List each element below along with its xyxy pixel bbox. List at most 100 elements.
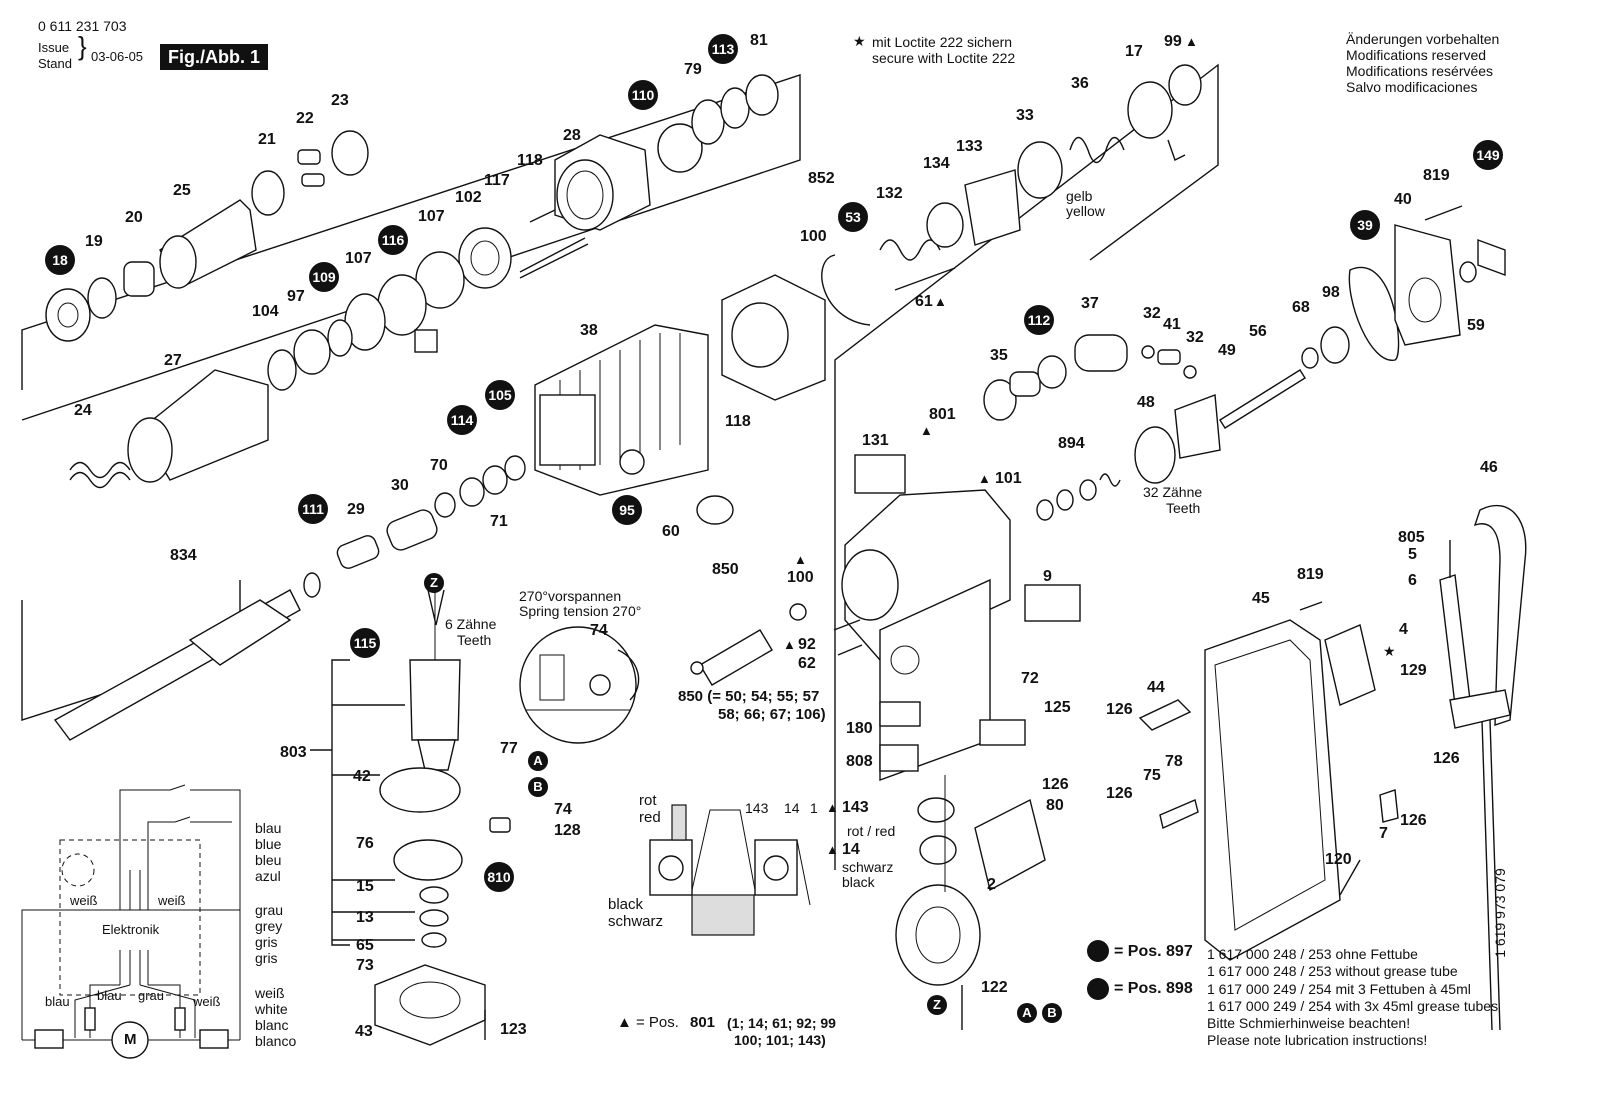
callout-B-upper: B (528, 777, 548, 797)
teeth6-de: 6 Zähne (445, 616, 497, 632)
callout-28: 28 (563, 127, 581, 144)
callout-92: 92 (798, 636, 816, 653)
black-label: black (608, 896, 644, 913)
pos897-line1: 1 617 000 248 / 253 ohne Fettube (1207, 946, 1418, 962)
label-131 (854, 454, 906, 494)
callout-Z-lower: Z (927, 995, 947, 1015)
callout-A-lower: A (1017, 1003, 1037, 1023)
triangle-icon-100: ▲ (794, 552, 807, 567)
issue-label: Issue (38, 40, 70, 55)
callout-60: 60 (662, 523, 680, 540)
callout-126a: 126 (1042, 776, 1069, 793)
callout-180: 180 (846, 720, 873, 737)
wire-grau: grau (138, 988, 165, 1003)
callout-37: 37 (1081, 295, 1099, 312)
pos801-prefix: = Pos. (636, 1014, 679, 1031)
part-2 (895, 884, 981, 986)
callout-115: 115 (350, 628, 380, 658)
part-42 (379, 767, 461, 813)
grease-dot-897 (1087, 940, 1109, 962)
callout-56: 56 (1249, 323, 1267, 340)
label-180 (879, 701, 921, 727)
callout-834: 834 (170, 547, 197, 564)
field-coil-right (199, 1029, 229, 1049)
callout-102: 102 (455, 189, 482, 206)
triangle-icon-92: ▲ (783, 637, 796, 652)
callout-18: 18 (45, 245, 75, 275)
callout-71: 71 (490, 513, 508, 530)
callout-810: 810 (484, 862, 514, 892)
part-19 (87, 277, 117, 319)
callout-75: 75 (1143, 767, 1161, 784)
elektronik-label: Elektronik (102, 922, 160, 937)
wire-color-azul: azul (255, 868, 281, 884)
triangle-icon-61: ▲ (934, 294, 947, 309)
callout-120: 120 (1325, 851, 1352, 868)
pos898-label: = Pos. 898 (1114, 980, 1193, 997)
part-37 (1074, 334, 1128, 372)
modifications-es: Salvo modificaciones (1346, 79, 1478, 95)
callout-123: 123 (500, 1021, 527, 1038)
part-80 (974, 798, 1046, 892)
label-9 (1024, 584, 1081, 622)
callout-7: 7 (1379, 825, 1388, 842)
callout-808: 808 (846, 753, 873, 770)
callout-49: 49 (1218, 342, 1236, 359)
part-6 (1439, 574, 1471, 706)
callout-107b: 107 (345, 250, 372, 267)
callout-68: 68 (1292, 299, 1310, 316)
callout-30: 30 (391, 477, 409, 494)
callout-118a: 118 (517, 152, 543, 169)
motor-label: M (124, 1031, 137, 1048)
callout-850: 850 (712, 561, 739, 578)
part-30 (386, 509, 438, 551)
callout-38: 38 (580, 322, 598, 339)
rot-label: rot (639, 792, 657, 809)
callout-27: 27 (164, 352, 182, 369)
wire-color-weiss: weiß (255, 985, 285, 1001)
red-label: red (639, 809, 661, 826)
electronics-box (59, 839, 201, 996)
callout-109: 109 (309, 262, 339, 292)
pos850-line1: 850 (= 50; 54; 55; 57 (678, 688, 820, 705)
callout-70: 70 (430, 457, 448, 474)
callout-23: 23 (331, 92, 349, 109)
wire-color-blau: blau (255, 820, 282, 836)
lubrication-hint-en: Please note lubrication instructions! (1207, 1032, 1428, 1048)
issue-date: 03-06-05 (91, 49, 144, 64)
callout-110: 110 (628, 80, 658, 110)
document-code: 1 619 973 079 (1491, 868, 1508, 958)
callout-32a: 32 (1143, 305, 1161, 322)
part-98 (1320, 326, 1350, 364)
wire-color-white: white (255, 1001, 288, 1017)
callout-122: 122 (981, 979, 1008, 996)
part-35 (983, 379, 1017, 421)
pos898-line1: 1 617 000 249 / 254 mit 3 Fettuben à 45m… (1207, 981, 1471, 997)
callout-39: 39 (1350, 210, 1380, 240)
schwarz-label-2: schwarz (842, 859, 894, 875)
callout-6: 6 (1408, 572, 1417, 589)
callout-894: 894 (1058, 435, 1085, 452)
callout-4: 4 (1399, 621, 1408, 638)
wire-weiss-c: weiß (193, 994, 221, 1009)
part-33 (1017, 141, 1063, 199)
callout-43: 43 (355, 1023, 373, 1040)
triangle-icon-101: ▲ (978, 471, 991, 486)
callout-149: 149 (1473, 140, 1503, 170)
callout-81: 81 (750, 32, 768, 49)
callout-76: 76 (356, 835, 374, 852)
callout-97: 97 (287, 288, 305, 305)
callout-53: 53 (838, 202, 868, 232)
wire-weiss-left: weiß (70, 893, 98, 908)
part-43 (374, 964, 486, 1046)
callout-117: 117 (484, 172, 510, 189)
callout-36: 36 (1071, 75, 1089, 92)
star-icon-129: ★ (1383, 643, 1396, 659)
brace: } (78, 31, 87, 61)
callout-128: 128 (554, 822, 581, 839)
teeth6-en: Teeth (457, 632, 492, 648)
part-22 (297, 149, 321, 165)
callout-62: 62 (798, 655, 816, 672)
